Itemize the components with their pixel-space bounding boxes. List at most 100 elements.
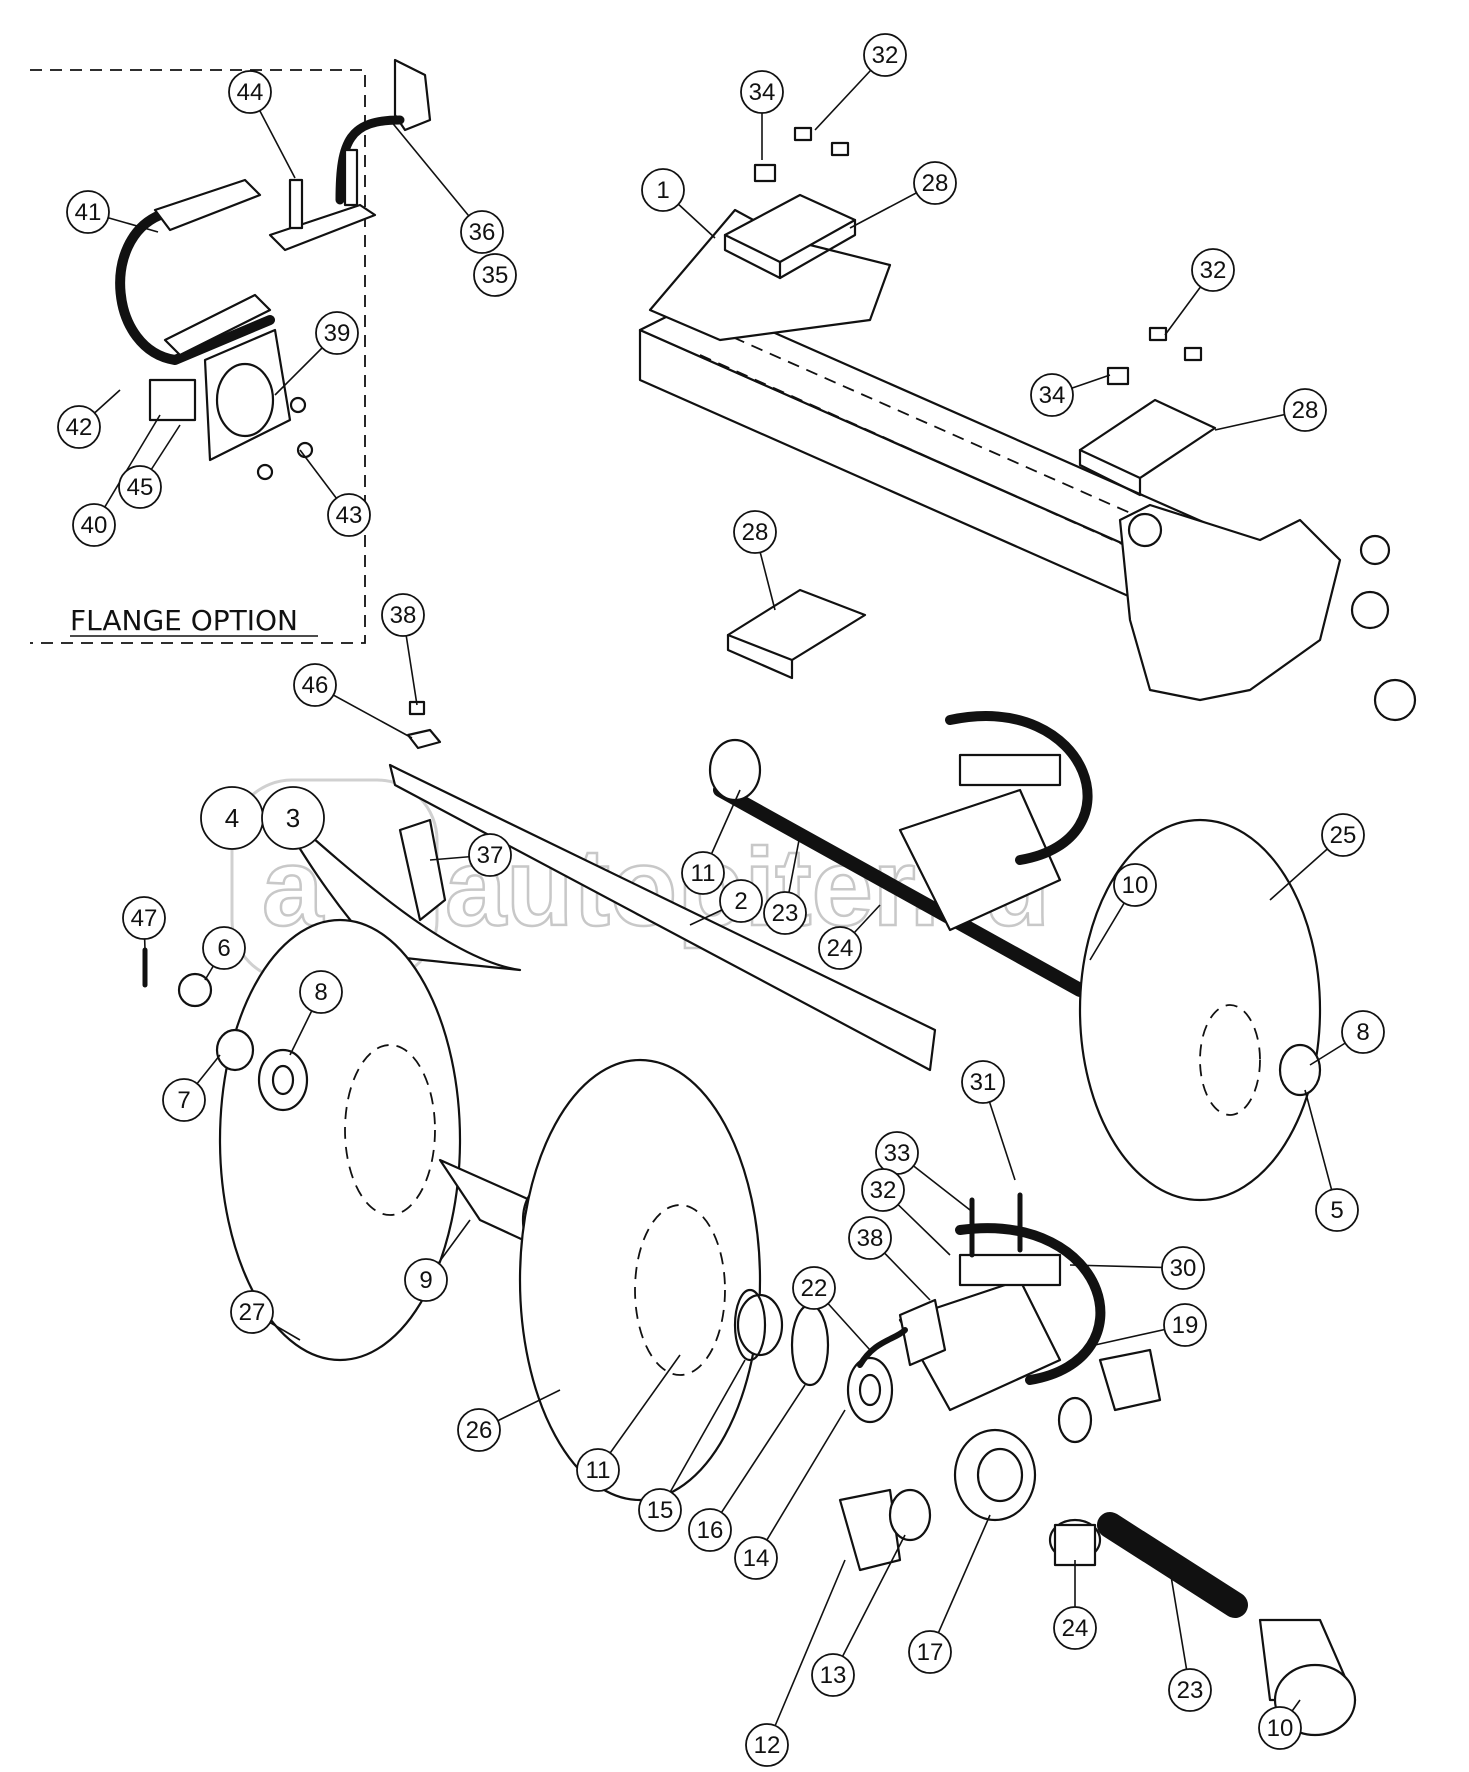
callout-number: 28 [742,519,769,546]
callout-number: 2 [734,888,747,915]
callout-number: 34 [1039,382,1066,409]
callout-circle [1191,248,1235,292]
big-callout-4: 4 [200,786,264,850]
callout-circle [745,1723,789,1767]
callout-circle [1168,1668,1212,1712]
leader-c12 [766,1559,846,1746]
leader-c16 [709,1384,806,1531]
callout-number: 10 [1122,872,1149,899]
callout-circle [1315,1188,1359,1232]
disc-27 [218,918,462,1362]
callout-14: 14 [734,1536,778,1580]
callout-circle [641,168,685,212]
main-frame-1 [638,208,1417,722]
callout-number: 12 [754,1732,781,1759]
callout-number: 23 [1177,1677,1204,1704]
callout-number: 6 [217,935,230,962]
u-bolt-41 [115,178,275,365]
callout-circle [848,1216,892,1260]
lower-bearing-housing [898,1192,1106,1412]
callout-circle [1341,1010,1385,1054]
callout-15: 15 [638,1488,682,1532]
callout-19: 19 [1163,1303,1207,1347]
leader-c15 [659,1359,746,1511]
leader-c36 [389,119,483,233]
callout-32: 32 [861,1168,905,1212]
callout-circle [576,1448,620,1492]
callout-39: 39 [315,311,359,355]
callout-number: 45 [127,474,154,501]
callout-44: 44 [228,70,272,114]
callout-number: 37 [477,842,504,869]
callout-circle [1258,1706,1302,1750]
callout-32: 32 [1191,248,1235,292]
callout-23: 23 [763,891,807,935]
callout-47: 47 [122,896,166,940]
bracket-22 [857,1298,947,1368]
callout-number: 5 [1330,1197,1343,1224]
bearing-housing-upper [898,711,1093,932]
shaft-23-lower [1097,1512,1248,1618]
callout-13: 13 [811,1653,855,1697]
callout-25: 25 [1321,813,1365,857]
callout-circle [688,1508,732,1552]
callout-24: 24 [1053,1606,1097,1650]
callout-number: 7 [177,1087,190,1114]
callout-circle [740,70,784,114]
callout-circle [961,1060,1005,1104]
callout-12: 12 [745,1723,789,1767]
callout-number: 38 [390,602,417,629]
callout-circle [1053,1606,1097,1650]
callout-number: 43 [336,502,363,529]
callout-42: 42 [57,405,101,449]
callout-circle [473,253,517,297]
callout-circle [1163,1303,1207,1347]
callout-circle [863,33,907,77]
callout-circle [681,851,725,895]
callout-number: 24 [1062,1615,1089,1642]
callout-33: 33 [875,1131,919,1175]
callout-11: 11 [681,851,725,895]
callout-circle [118,465,162,509]
callout-circle [404,1258,448,1302]
callout-32: 32 [863,33,907,77]
callout-circle [861,1168,905,1212]
callout-circle [72,503,116,547]
callout-circle [202,926,246,970]
callout-circle [57,405,101,449]
callout-circle [122,896,166,940]
callout-number: 27 [239,1299,266,1326]
callout-circle [1321,813,1365,857]
callout-number: 40 [81,512,108,539]
callout-circle [733,510,777,554]
callout-1: 1 [641,168,685,212]
callout-number: 1 [656,177,669,204]
callout-number: 19 [1172,1312,1199,1339]
nut-38-washer-46 [406,700,442,750]
callout-46: 46 [293,663,337,707]
callout-circle [468,833,512,877]
small-parts-left [142,947,309,1112]
callout-number: 30 [1170,1255,1197,1282]
callout-22: 22 [792,1266,836,1310]
callout-38: 38 [381,593,425,637]
callout-7: 7 [162,1078,206,1122]
callout-circle [818,926,862,970]
callout-27: 27 [230,1290,274,1334]
callout-43: 43 [327,493,371,537]
callout-circle [913,161,957,205]
flange-option-box: FLANGE OPTION [30,69,366,644]
flange-plate-39 [148,328,292,462]
callout-number: 39 [324,320,351,347]
callout-number: 34 [749,79,776,106]
callout-28: 28 [733,510,777,554]
callout-number: 11 [586,1457,611,1484]
callout-circle [811,1653,855,1697]
callout-35: 35 [473,253,517,297]
plate-28-right [1078,398,1217,497]
big-callout-number: 3 [286,803,300,833]
callout-circle [763,891,807,935]
callout-number: 32 [872,42,899,69]
callout-17: 17 [908,1630,952,1674]
